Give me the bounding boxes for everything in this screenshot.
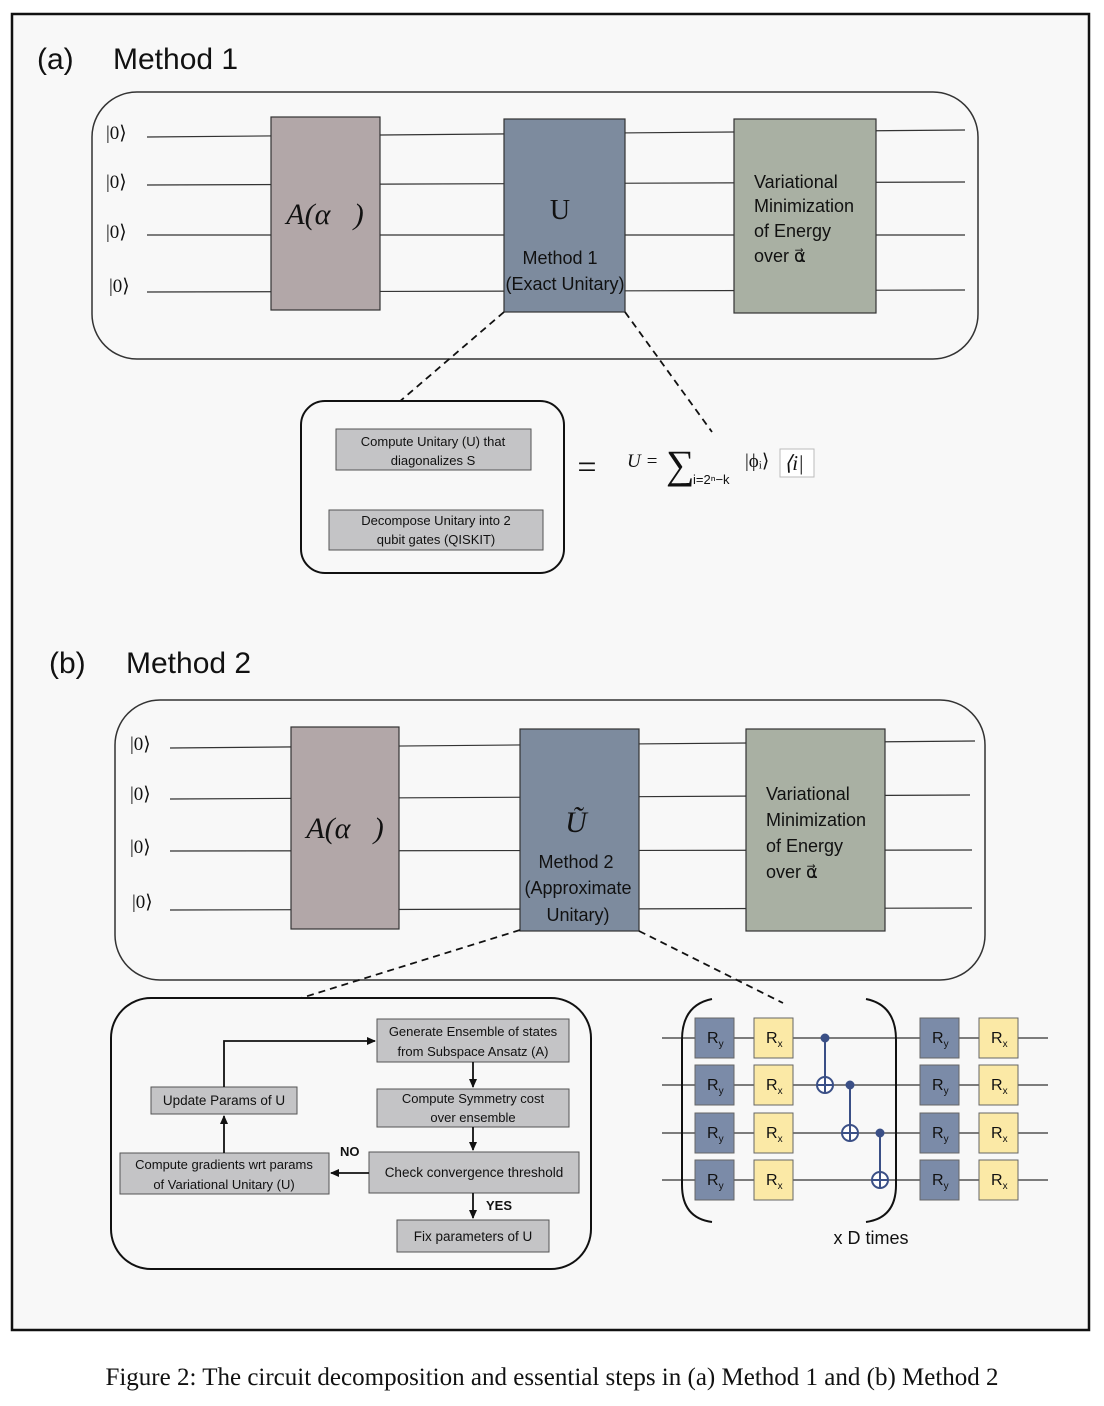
flow-check-text: Check convergence threshold (385, 1165, 564, 1180)
method2-ansatz-gate (290, 726, 400, 930)
method2-variational-box (745, 728, 886, 932)
method2-variational-line: of Energy (766, 836, 843, 856)
rx-gate: Rx (978, 1064, 1019, 1106)
flow-generate-text: from Subspace Ansatz (A) (397, 1044, 548, 1059)
panel-b-label: (b) (49, 647, 86, 680)
flow-no-label: NO (340, 1144, 360, 1159)
method1-step-text: diagonalizes S (391, 453, 476, 468)
method2-qubit-label: |0⟩ (130, 837, 151, 858)
flow-generate-text: Generate Ensemble of states (389, 1024, 558, 1039)
ry-gate: Ry (919, 1159, 960, 1201)
right-bracket (865, 998, 897, 1223)
method2-unitary-line: (Approximate (524, 878, 631, 898)
formula-bra-box (779, 448, 815, 478)
method2-ansatz-label: A(α⃗) (304, 812, 383, 845)
panel-b-title: Method 2 (126, 647, 251, 680)
flow-arrows (220, 1037, 477, 1219)
method1-variational-box (733, 118, 877, 314)
method2-flow-container (110, 997, 592, 1270)
flow-symmetry-text: over ensemble (430, 1110, 515, 1125)
rx-gate: Rx (978, 1159, 1019, 1201)
flow-update-text: Update Params of U (163, 1093, 285, 1108)
cnot-gates (816, 1033, 889, 1189)
rx-gate: Rx (753, 1064, 794, 1106)
method1-zoom-lines (397, 311, 713, 433)
method2-variational-line: Variational (766, 784, 850, 804)
method2-qubit-label: |0⟩ (130, 784, 151, 805)
method1-qubit-label: |0⟩ (109, 276, 130, 297)
rx-gate: Rx (978, 1017, 1019, 1059)
method1-step-box (335, 428, 532, 471)
method1-unitary-desc: (Exact Unitary) (505, 274, 624, 294)
method1-variational-line: Variational (754, 172, 838, 192)
rx-gate: Rx (978, 1112, 1019, 1154)
ry-gate: Ry (694, 1159, 735, 1201)
ry-gate: Ry (694, 1064, 735, 1106)
method2-unitary-gate (519, 728, 640, 932)
ry-gate: Ry (919, 1017, 960, 1059)
method1-qubit-label: |0⟩ (106, 222, 127, 243)
figure-caption: Figure 2: The circuit decomposition and … (105, 1364, 999, 1391)
panel-a-title: Method 1 (113, 43, 238, 76)
method1-step-text: Decompose Unitary into 2 (361, 513, 511, 528)
formula-lhs: U = (627, 451, 658, 472)
ry-gate: Ry (919, 1064, 960, 1106)
flow-check-box (368, 1151, 580, 1194)
method1-variational-line: over α⃗ (754, 246, 806, 266)
method1-unitary-name: Method 1 (522, 248, 597, 268)
method1-variational-line: Minimization (754, 196, 854, 216)
method2-unitary-symbol: Ũ (565, 806, 589, 839)
method1-qubit-label: |0⟩ (106, 123, 127, 144)
method2-zoom-lines (297, 929, 784, 1004)
flow-symmetry-box (376, 1088, 570, 1128)
method1-ansatz-label: A(α⃗) (284, 198, 363, 231)
panel-a-label: (a) (37, 43, 74, 76)
flow-gradients-text: of Variational Unitary (U) (153, 1177, 294, 1192)
rx-gate: Rx (753, 1112, 794, 1154)
flow-update-box (150, 1086, 298, 1115)
method2-variational-line: Minimization (766, 810, 866, 830)
flow-symmetry-text: Compute Symmetry cost (402, 1091, 545, 1106)
flow-fix-box (396, 1219, 550, 1253)
method1-ansatz-gate (270, 116, 381, 311)
flow-fix-text: Fix parameters of U (414, 1229, 533, 1244)
flow-gradients-box (119, 1152, 330, 1195)
equals-sign: = (577, 449, 596, 486)
formula-sum: ∑ (666, 442, 695, 487)
flow-gradients-text: Compute gradients wrt params (135, 1157, 313, 1172)
method2-variational-line: over α⃗ (766, 862, 818, 882)
repeat-label: x D times (833, 1228, 908, 1248)
method2-qubit-label: |0⟩ (130, 734, 151, 755)
rx-gate: Rx (753, 1017, 794, 1059)
ry-gate: Ry (694, 1017, 735, 1059)
method2-unitary-line: Unitary) (546, 905, 609, 925)
formula-bra: ⟨i| (784, 451, 804, 475)
method1-unitary-symbol: U (550, 195, 570, 226)
formula-ket: |ϕᵢ⟩ (745, 451, 769, 472)
method1-unitary-gate (503, 118, 626, 313)
rx-gate: Rx (753, 1159, 794, 1201)
method1-step-text: Compute Unitary (U) that (361, 434, 506, 449)
ry-gate: Ry (694, 1112, 735, 1154)
ry-gate: Ry (919, 1112, 960, 1154)
method1-step-text: qubit gates (QISKIT) (377, 532, 496, 547)
formula-subscript: i=2ⁿ−k (693, 472, 730, 487)
left-bracket (681, 998, 713, 1223)
method1-step-box (328, 509, 544, 551)
method1-qubit-label: |0⟩ (106, 172, 127, 193)
method2-qubit-label: |0⟩ (132, 892, 153, 913)
flow-generate-box (376, 1018, 570, 1063)
method1-variational-line: of Energy (754, 221, 831, 241)
flow-yes-label: YES (486, 1198, 512, 1213)
method2-unitary-line: Method 2 (538, 852, 613, 872)
